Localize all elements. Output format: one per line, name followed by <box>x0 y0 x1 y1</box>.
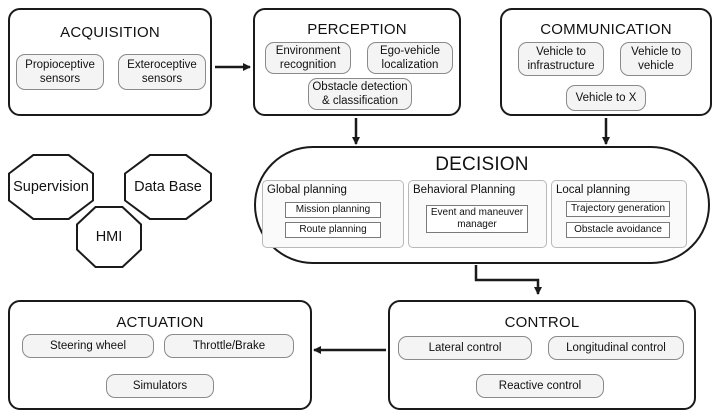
perception-title: PERCEPTION <box>307 21 407 38</box>
hmi-label: HMI <box>78 208 140 266</box>
supervision-octagon: Supervision <box>8 154 94 220</box>
reactive-control: Reactive control <box>476 374 604 398</box>
vehicle-to-x: Vehicle to X <box>566 85 646 111</box>
obstacle-detection-classification: Obstacle detection & classification <box>308 78 412 110</box>
global-planning-title: Global planning <box>267 184 347 196</box>
control-module: CONTROL Lateral control Longitudinal con… <box>388 300 696 410</box>
ego-vehicle-localization: Ego-vehicle localization <box>367 42 453 74</box>
communication-module: COMMUNICATION Vehicle to infrastructure … <box>500 8 712 116</box>
behavioral-planning-group: Behavioral Planning Event and maneuver m… <box>408 180 547 248</box>
decision-module: DECISION Global planning Mission plannin… <box>254 146 710 264</box>
vehicle-to-infrastructure: Vehicle to infrastructure <box>518 42 604 76</box>
control-title: CONTROL <box>504 314 580 331</box>
acquisition-module: ACQUISITION Propioceptive sensors Extero… <box>8 8 212 116</box>
local-planning-group: Local planning Trajectory generation Obs… <box>551 180 687 248</box>
route-planning: Route planning <box>285 222 381 238</box>
global-planning-group: Global planning Mission planning Route p… <box>262 180 404 248</box>
mission-planning: Mission planning <box>285 202 381 218</box>
obstacle-avoidance: Obstacle avoidance <box>566 222 670 238</box>
longitudinal-control: Longitudinal control <box>548 336 684 360</box>
arrow-decision-to-control <box>474 265 542 295</box>
supervision-label: Supervision <box>10 156 92 218</box>
actuation-module: ACTUATION Steering wheel Throttle/Brake … <box>8 300 312 410</box>
vehicle-to-vehicle: Vehicle to vehicle <box>620 42 692 76</box>
simulators: Simulators <box>106 374 214 398</box>
steering-wheel: Steering wheel <box>22 334 154 358</box>
decision-title: DECISION <box>435 154 529 175</box>
data-base-octagon: Data Base <box>124 154 212 220</box>
perception-module: PERCEPTION Environment recognition Ego-v… <box>253 8 461 116</box>
acquisition-title: ACQUISITION <box>60 24 160 41</box>
communication-title: COMMUNICATION <box>540 21 672 38</box>
event-and-maneuver-manager: Event and maneuver manager <box>426 205 528 233</box>
behavioral-planning-title: Behavioral Planning <box>413 184 516 196</box>
propioceptive-sensors: Propioceptive sensors <box>16 54 104 90</box>
trajectory-generation: Trajectory generation <box>566 201 670 217</box>
environment-recognition: Environment recognition <box>265 42 351 74</box>
exteroceptive-sensors: Exteroceptive sensors <box>118 54 206 90</box>
hmi-octagon: HMI <box>76 206 142 268</box>
throttle-brake: Throttle/Brake <box>164 334 294 358</box>
lateral-control: Lateral control <box>398 336 532 360</box>
actuation-title: ACTUATION <box>116 314 204 331</box>
data-base-label: Data Base <box>126 156 210 218</box>
local-planning-title: Local planning <box>556 184 631 196</box>
